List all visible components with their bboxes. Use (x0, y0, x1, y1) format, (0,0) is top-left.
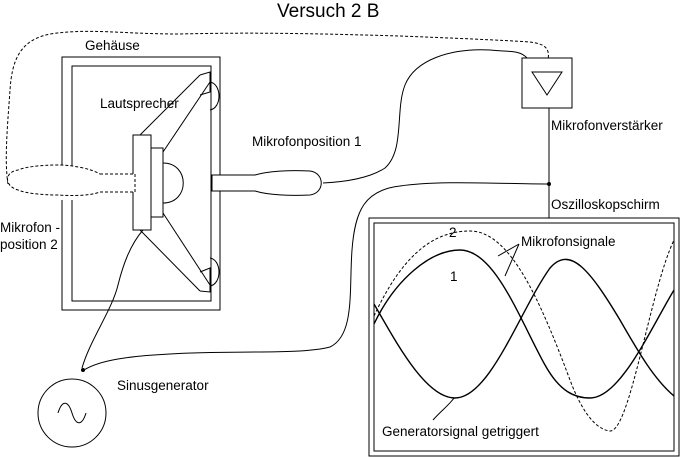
generator-signal-leader (432, 397, 455, 421)
housing-label: Gehäuse (85, 38, 140, 53)
diagram-title: Versuch 2 B (277, 1, 379, 22)
oscilloscope-screen (368, 217, 680, 457)
generator-junction (81, 368, 85, 372)
microphone-position-2 (7, 164, 136, 197)
microphone-position-1-label: Mikrofonposition 1 (252, 134, 362, 149)
dashed-microphone-cable (5, 30, 549, 185)
loudspeaker (132, 71, 220, 293)
generator-signal-cable (83, 182, 550, 371)
microphone-position-2-label-line1: Mikrofon - (0, 220, 60, 235)
generator-signal-curve (373, 258, 675, 399)
loudspeaker-label: Lautsprecher (100, 96, 179, 111)
microphone-position-2-label-line2: position 2 (0, 237, 58, 252)
oscilloscope-label: Oszilloskopschirm (551, 197, 660, 212)
microphone-amplifier (521, 57, 573, 109)
sine-generator-label: Sinusgenerator (117, 378, 209, 393)
microphone-1-cable (322, 49, 528, 184)
microphone-signals-label: Mikrofonsignale (521, 234, 616, 249)
curve-1-label: 1 (450, 269, 458, 284)
microphone-signals-leader (497, 243, 520, 277)
generator-to-speaker-cable (81, 229, 144, 369)
microphone-signal-curve-1 (373, 249, 675, 399)
microphone-position-1 (211, 170, 322, 196)
curve-2-label: 2 (449, 225, 457, 240)
sine-generator (37, 378, 107, 448)
microphone-signal-curve-2 (373, 230, 675, 432)
generator-signal-label: Generatorsignal getriggert (382, 424, 539, 439)
amplifier-label: Mikrofonverstärker (551, 118, 663, 133)
